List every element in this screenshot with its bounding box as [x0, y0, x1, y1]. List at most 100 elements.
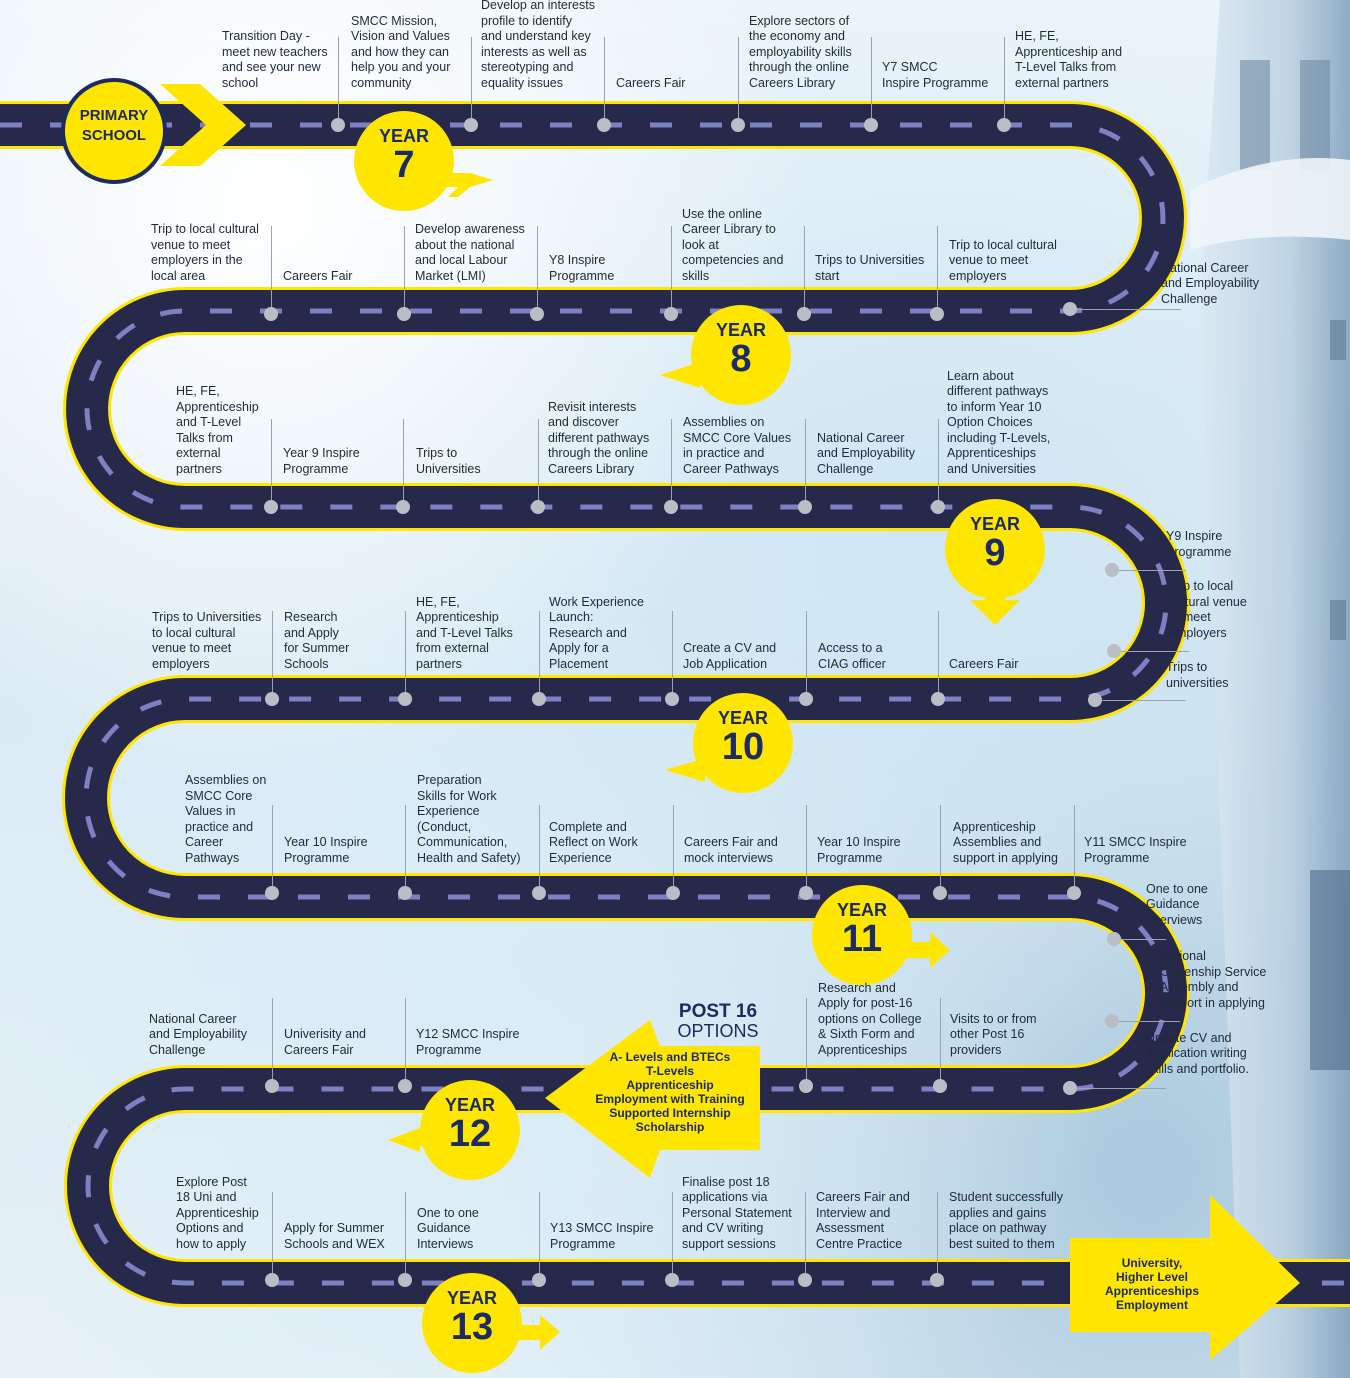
milestone-label: Year 10 Inspire Programme [284, 835, 368, 865]
year-word: YEAR [715, 320, 766, 340]
milestone-label: Develop awareness about the national and… [415, 222, 525, 283]
milestone-label: Trip to local cultural venue to meet emp… [151, 222, 259, 283]
milestone-dot [398, 886, 412, 900]
milestone-connector [806, 805, 807, 893]
milestone-label: Use the online Career Library to look at… [682, 206, 784, 283]
milestone-connector [1074, 805, 1075, 893]
milestone-dot [398, 1273, 412, 1287]
milestone-dot [532, 692, 546, 706]
milestone-dot [799, 886, 813, 900]
year-word: YEAR [446, 1288, 497, 1308]
destination-line: University, [1121, 1256, 1183, 1270]
milestone-dot [331, 118, 345, 132]
post16-options-list: A- Levels and BTECs T-Levels Apprentices… [575, 1050, 765, 1134]
destination-text: University, Higher Level Apprenticeships… [1082, 1256, 1222, 1312]
milestone-label: Research and Apply for Summer Schools [284, 610, 350, 671]
milestone-connector [272, 805, 273, 893]
milestone-label: Careers Fair and mock interviews [684, 835, 778, 865]
milestone-label: Careers Fair [283, 268, 353, 283]
milestone-label: National Career and Employability Challe… [149, 1011, 247, 1057]
milestone-label: Finalise post 18 applications via Person… [682, 1174, 792, 1251]
milestone-connector [1070, 1088, 1166, 1089]
milestone-dot [1105, 563, 1119, 577]
milestone-connector [1114, 651, 1189, 652]
milestone-connector [1070, 309, 1181, 310]
milestone-label: Y8 Inspire Programme [549, 253, 615, 283]
primary-school-line-1: PRIMARY [79, 107, 149, 124]
post16-option: A- Levels and BTECs [609, 1050, 731, 1064]
milestone-label: Careers Fair and Interview and Assessmen… [816, 1190, 910, 1251]
milestone-label: Year 10 Inspire Programme [817, 835, 901, 865]
milestone-connector [539, 805, 540, 893]
milestone-connector [539, 1192, 540, 1280]
year-number: 11 [841, 918, 883, 960]
milestone-dot [265, 886, 279, 900]
milestone-label: Y11 SMCC Inspire Programme [1084, 835, 1187, 865]
milestone-dot [265, 692, 279, 706]
milestone-label: Create a CV and Job Application [683, 641, 777, 671]
milestone-dot [798, 1273, 812, 1287]
milestone-dot [531, 500, 545, 514]
milestone-label: Trip to local cultural venue to meet emp… [1169, 579, 1247, 640]
milestone-label: Careers Fair [616, 75, 686, 90]
post16-option: Scholarship [635, 1120, 705, 1134]
milestone-label: Update CV and Application writing skills… [1146, 1030, 1249, 1076]
milestone-dot [930, 307, 944, 321]
milestone-dot [265, 1079, 279, 1093]
milestone-connector [871, 37, 872, 125]
year-word: YEAR [444, 1095, 495, 1115]
milestone-connector [671, 226, 672, 314]
milestone-connector [1095, 700, 1186, 701]
milestone-dot [997, 118, 1011, 132]
milestone-connector [403, 419, 404, 507]
milestone-connector [805, 419, 806, 507]
milestone-connector [806, 611, 807, 699]
milestone-connector [738, 37, 739, 125]
milestone-dot [864, 118, 878, 132]
milestone-label: Assemblies on SMCC Core Values in practi… [683, 415, 792, 476]
milestone-dot [1088, 693, 1102, 707]
year-number: 7 [393, 144, 415, 186]
milestone-connector [805, 1192, 806, 1280]
milestone-label: Develop an interests profile to identify… [481, 0, 595, 90]
milestone-dot [1063, 1081, 1077, 1095]
milestone-dot [532, 886, 546, 900]
post16-title-line-2: OPTIONS [677, 1021, 759, 1041]
milestone-label: Preparation Skills for Work Experience (… [417, 773, 521, 865]
milestone-label: Trips to Universities start [815, 253, 925, 283]
year-number: 10 [721, 726, 765, 768]
milestone-label: HE, FE, Apprenticeship and T-Level Talks… [176, 384, 259, 476]
milestone-label: Year 9 Inspire Programme [283, 446, 360, 476]
milestone-connector [404, 226, 405, 314]
milestone-connector [338, 37, 339, 125]
milestone-connector [1004, 37, 1005, 125]
milestone-label: Careers Fair [949, 656, 1019, 671]
milestone-dot [397, 307, 411, 321]
milestone-dot [933, 1079, 947, 1093]
milestone-label: National Career and Employability Challe… [1161, 260, 1259, 306]
post16-option: Supported Internship [609, 1106, 731, 1120]
milestone-label: Research and Apply for post-16 options o… [818, 980, 922, 1057]
milestone-label: HE, FE, Apprenticeship and T-Level Talks… [416, 594, 513, 671]
milestone-label: Y7 SMCC Inspire Programme [882, 60, 989, 90]
milestone-connector [672, 611, 673, 699]
milestone-dot [933, 886, 947, 900]
milestone-dot [530, 307, 544, 321]
milestone-connector [272, 611, 273, 699]
milestone-connector [271, 419, 272, 507]
milestone-connector [672, 1192, 673, 1280]
milestone-dot [931, 500, 945, 514]
milestone-label: Work Experience Launch: Research and App… [549, 594, 644, 671]
milestone-label: Trips to Universities to local cultural … [152, 610, 262, 671]
primary-school-line-2: SCHOOL [81, 127, 147, 144]
milestone-connector [1112, 570, 1186, 571]
milestone-connector [673, 805, 674, 893]
year-word: YEAR [378, 126, 429, 146]
milestone-connector [671, 419, 672, 507]
